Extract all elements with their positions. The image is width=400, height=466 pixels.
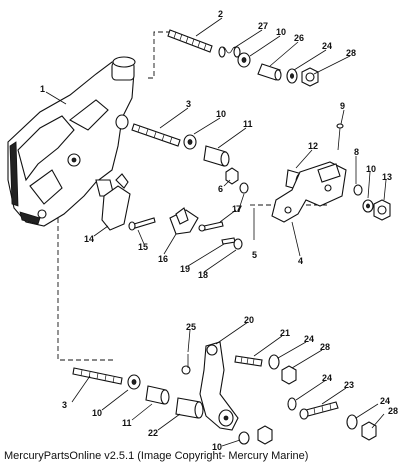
lever-part-20 [199,341,239,431]
callout-11: 11 [122,418,132,428]
callout-13: 13 [382,172,392,182]
callout-26: 26 [294,33,304,43]
screw-part-17 [198,221,224,232]
bolt-part-21 [234,355,263,367]
callout-27: 27 [258,21,268,31]
callout-3: 3 [62,400,67,410]
callout-28: 28 [388,406,398,416]
callout-14: 14 [84,234,94,244]
bolt-part-23 [299,401,339,420]
pin-part-26 [257,63,282,81]
washer-part-24-top-hole [289,73,294,79]
callout-23: 23 [344,380,354,390]
washer-part-18 [233,238,243,250]
callout-6: 6 [218,184,223,194]
callout-10: 10 [366,164,376,174]
callout-17: 17 [232,204,242,214]
callout-10: 10 [216,109,226,119]
callout-2: 2 [218,9,223,19]
nut-part-28-bottom [257,425,273,445]
nut-part-28-lower1 [281,365,297,385]
callout-28: 28 [320,342,330,352]
nut-part-6 [225,167,239,185]
bracket-part-4 [271,161,347,223]
spring-part-27 [218,46,241,58]
callout-10: 10 [276,27,286,37]
callout-8: 8 [354,147,359,157]
callout-11: 11 [243,119,253,129]
callout-24: 24 [380,396,390,406]
callout-4: 4 [298,256,303,266]
nut-part-28-top [301,67,319,87]
screw-part-19 [221,237,236,245]
callout-24: 24 [304,334,314,344]
callout-5: 5 [252,250,257,260]
callout-16: 16 [158,254,168,264]
washer-part-10-bottom [238,431,250,445]
callout-7: 7 [236,204,241,214]
callout-24: 24 [322,41,332,51]
clamp-part-16 [169,207,199,235]
callout-22: 22 [148,428,158,438]
washer-part-24-lower2 [287,397,297,411]
washer-part-10-middle-hole [187,139,193,145]
callout-24: 24 [322,373,332,383]
image-copyright-caption: MercuryPartsOnline v2.5.1 (Image Copyrig… [4,450,309,462]
callout-3: 3 [186,99,191,109]
nut-part-13 [373,199,391,221]
washer-part-24-lower3 [346,414,358,430]
washer-part-10-right-hole [365,203,370,209]
leader-lines [45,17,387,447]
callout-12: 12 [308,141,318,151]
callout-1: 1 [40,84,45,94]
callout-labels: 1 2 27 10 26 24 28 3 10 11 9 12 8 10 13 … [40,9,398,452]
washer-part-7 [239,182,249,194]
clip-part-14 [101,173,131,231]
callout-10: 10 [212,442,222,452]
clip-part-25 [181,354,191,375]
main-bracket-part [7,56,136,227]
callout-15: 15 [138,242,148,252]
spacer-part-22 [175,397,204,419]
callout-28: 28 [346,48,356,58]
callout-20: 20 [244,315,254,325]
bushing-part-11-upper [203,145,230,167]
washer-part-10-top-hole [241,57,247,63]
callout-18: 18 [198,270,208,280]
screw-part-15 [128,217,156,231]
screw-part-9 [336,123,344,151]
callout-19: 19 [180,264,190,274]
bolt-part-3-lower [72,367,123,385]
bolt-part-3-upper [131,123,181,147]
washer-part-24-lower1 [268,354,280,370]
callout-25: 25 [186,322,196,332]
callout-10: 10 [92,408,102,418]
stud-part-2 [167,29,213,53]
callout-9: 9 [340,101,345,111]
bushing-part-11-lower [145,385,170,405]
nut-part-28-lower2 [361,421,377,441]
callout-21: 21 [280,328,290,338]
nut-part-8 [353,184,363,196]
washer-part-10-lower-hole [131,379,137,385]
